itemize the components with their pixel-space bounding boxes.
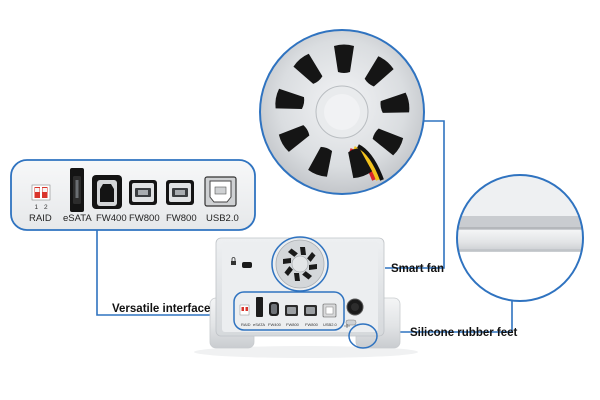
- feet-callout: [456, 174, 584, 302]
- port-label-raid: RAID: [29, 213, 52, 224]
- fw800-port-b: [166, 180, 194, 205]
- raid-switch-label-2: 2: [44, 204, 48, 211]
- port-label-fw400: FW400: [96, 213, 127, 224]
- port-label-fw800-b: FW800: [166, 213, 197, 224]
- usb-symbol-icon: [344, 324, 350, 328]
- usb-port: [204, 176, 237, 207]
- enclosure-label-fw400: FW400: [268, 322, 282, 327]
- enclosure-highlights: [233, 236, 378, 349]
- enclosure-label-fw800-a: FW800: [286, 322, 300, 327]
- port-label-usb: USB2.0: [206, 213, 239, 224]
- leader-lines: [96, 120, 513, 333]
- leader-fan: [385, 120, 445, 269]
- fw400-port: [92, 175, 122, 209]
- enclosure-ports: RAID eSATA FW400 FW800 FW800 USB2.0: [239, 297, 364, 327]
- enclosure-label-fw800-b: FW800: [305, 322, 319, 327]
- enclosure-fan: [275, 239, 325, 289]
- fan-callout: [259, 29, 425, 195]
- raid-switch-label-1: 1: [35, 204, 39, 211]
- callout-label-silicone-feet: Silicone rubber feet: [410, 327, 518, 339]
- highlight-fan: [271, 236, 329, 292]
- leader-feet: [373, 300, 513, 333]
- port-label-fw800-a: FW800: [129, 213, 160, 224]
- fw800-port-a: [129, 180, 157, 205]
- interface-callout: 1 2: [10, 159, 256, 231]
- enclosure: RAID eSATA FW400 FW800 FW800 USB2.0: [194, 237, 418, 358]
- esata-port: [70, 168, 84, 212]
- enclosure-label-usb: USB2.0: [323, 322, 338, 327]
- enclosure-label-esata: eSATA: [253, 322, 265, 327]
- kensington-slot: [242, 262, 252, 268]
- raid-switch: 1 2: [31, 184, 51, 211]
- lock-icon: [231, 257, 236, 265]
- leader-interface: [96, 229, 248, 316]
- highlight-interface: [233, 291, 345, 331]
- callout-label-smart-fan: Smart fan: [391, 263, 444, 275]
- port-label-esata: eSATA: [63, 213, 92, 224]
- callout-label-versatile-interface: Versatile interface: [112, 303, 210, 315]
- enclosure-label-raid: RAID: [241, 322, 251, 327]
- highlight-foot: [348, 323, 378, 349]
